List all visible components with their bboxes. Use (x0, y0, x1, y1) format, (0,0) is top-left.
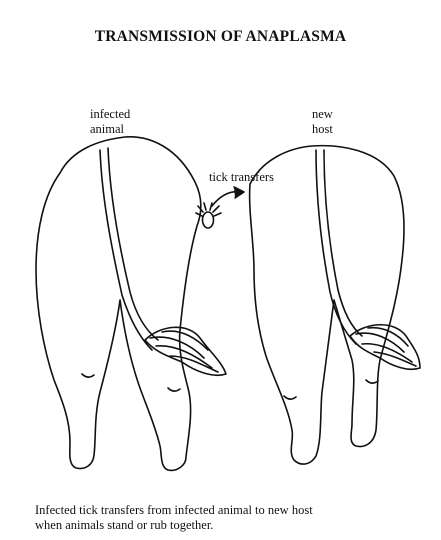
new-host-tail-switch (350, 325, 420, 370)
infected-animal-tail (100, 150, 152, 350)
new-host-outline (250, 146, 404, 464)
infected-animal-tail-switch (145, 327, 226, 375)
tick-transfers-label: tick transfers (209, 170, 274, 185)
new-host-tail (316, 150, 356, 344)
infected-animal-label: infected animal (90, 107, 130, 137)
infected-animal-hock-mark-right (168, 388, 180, 391)
transfer-arrow-head (234, 187, 244, 198)
tick-icon (196, 203, 221, 228)
infected-animal-hock-mark (82, 374, 94, 377)
new-host-label: new host (312, 107, 333, 137)
diagram-caption: Infected tick transfers from infected an… (35, 503, 440, 533)
caption-line-2: when animals stand or rub together. (35, 518, 440, 533)
new-host-tail-inner (324, 150, 362, 336)
infected-animal-outline (36, 137, 201, 471)
new-host-hock-mark-right (366, 380, 378, 383)
new-host-hock-mark (284, 396, 296, 399)
infected-animal-figure (36, 137, 226, 471)
caption-line-1: Infected tick transfers from infected an… (35, 503, 440, 518)
new-host-figure (250, 146, 420, 464)
infected-animal-tail-inner (108, 148, 158, 340)
